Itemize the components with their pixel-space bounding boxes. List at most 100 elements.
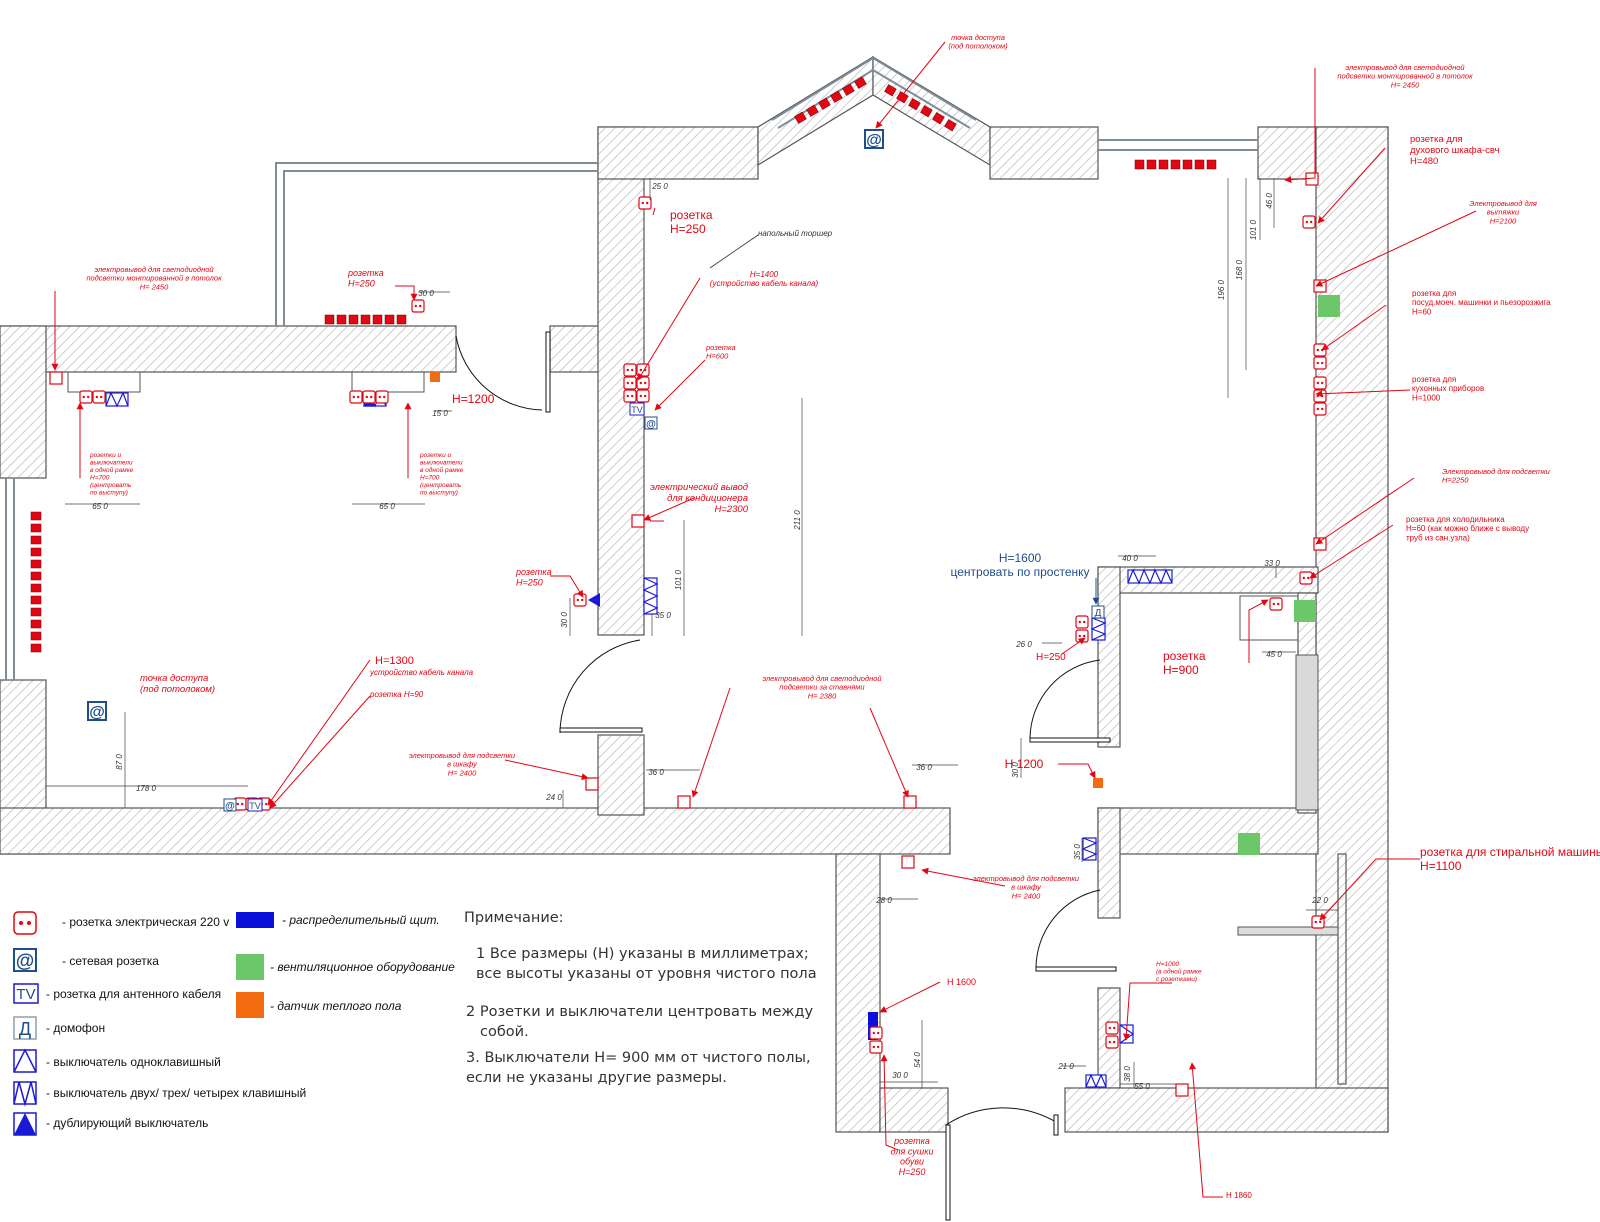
dimension-d2110: 211 0 (793, 510, 802, 531)
socket-icon (1302, 215, 1316, 229)
label-center-blue: центровать по простенку (950, 565, 1089, 579)
label-cable-channel: устройство кабель канала (369, 668, 474, 677)
note-2b: собой. (480, 1024, 529, 1040)
svg-text:Д: Д (1095, 608, 1102, 619)
svg-text:@: @ (89, 704, 105, 721)
label-h1300: H=1300 (375, 655, 414, 667)
legend-item-duplicate-switch: - дублирующий выключатель (46, 1116, 208, 1130)
dimension-d540: 54 0 (913, 1052, 922, 1068)
furniture (67, 371, 1339, 936)
dimension-d280: 28 0 (875, 896, 892, 905)
dimension-d1960: 196 0 (1217, 279, 1226, 300)
socket-icon (638, 196, 652, 210)
socket-icon (1105, 1035, 1119, 1049)
legend-duplicate-switch-icon (13, 1112, 37, 1136)
socket-icon (349, 390, 363, 404)
legend-item-network: - сетевая розетка (62, 954, 159, 968)
dimension-d330: 33 0 (1264, 559, 1280, 568)
dimension-d350a: 35 0 (655, 611, 671, 620)
socket-icon (623, 389, 637, 403)
note-1b: все высоты указаны от уровня чистого пол… (476, 966, 817, 982)
note-2a: 2 Розетки и выключатели центровать между (466, 1004, 813, 1020)
legend-tv-icon: TV (13, 983, 39, 1004)
label-h1200-b: H 1200 (1005, 757, 1044, 771)
dimension-d360b: 36 0 (916, 763, 932, 772)
label-h250-small: H=250 (1036, 652, 1066, 663)
note-3b: если не указаны другие размеры. (466, 1070, 727, 1086)
dimension-d400: 40 0 (1122, 554, 1138, 563)
dimension-d460: 46 0 (1265, 193, 1274, 209)
dimension-d650a: 65 0 (92, 502, 108, 511)
svg-text:Д: Д (19, 1019, 31, 1039)
distribution-panel (868, 1012, 878, 1040)
dimension-d250: 25 0 (651, 182, 668, 191)
legend-item-floor-sensor: - датчик теплого пола (270, 999, 402, 1013)
socket-icon (869, 1026, 883, 1040)
label-floor-lamp: напольный торшер (758, 229, 833, 238)
socket-icon (1313, 376, 1327, 390)
label-access-top: точка доступа(под потолоком) (948, 33, 1008, 51)
radiators (30, 76, 1217, 653)
socket-icon (1313, 356, 1327, 370)
socket-icon (869, 1040, 883, 1054)
legend-network-icon: @ (13, 948, 37, 972)
label-h1400: H=1400(устройство кабель канала) (710, 270, 819, 288)
floor-sensors (430, 372, 1103, 788)
tv-sockets: TV TV (247, 402, 645, 812)
legend-single-switch-icon (13, 1048, 37, 1073)
notes-title: Примечание: (464, 910, 564, 926)
legend-item-intercom: - домофон (46, 1021, 105, 1035)
dimension-lines (46, 178, 1338, 1088)
legend-socket-icon (13, 911, 37, 935)
dimension-d450: 45 0 (1266, 650, 1282, 659)
legend-panel-icon (236, 912, 274, 928)
dimension-d260: 26 0 (1015, 640, 1032, 649)
dimension-d220: 22 0 (1311, 896, 1328, 905)
ventilation-units (1238, 295, 1340, 855)
socket-icon (623, 376, 637, 390)
socket-icon (623, 363, 637, 377)
dimension-d1680: 168 0 (1235, 259, 1244, 280)
dimension-d1010b: 101 0 (674, 569, 683, 590)
socket-icon (92, 390, 106, 404)
legend: - розетка электрическая 220 v @ - сетева… (13, 911, 455, 1136)
floor-lamp-leader (709, 234, 759, 269)
note-3a: 3. Выключатели H= 900 мм от чистого полы… (466, 1050, 811, 1066)
legend-intercom-icon: Д (13, 1016, 37, 1040)
dimension-d150: 15 0 (432, 409, 448, 418)
leader-lines (51, 41, 1477, 1198)
dimension-d360a: 36 0 (648, 768, 664, 777)
dimension-d550: 55 0 (1134, 1082, 1150, 1091)
socket-icon (1313, 343, 1327, 357)
socket-icon (1269, 597, 1283, 611)
dimension-d300b: 30 0 (560, 612, 569, 628)
legend-ventilation-icon (236, 954, 264, 980)
label-socket-90: розетка H=90 (369, 690, 424, 699)
svg-text:TV: TV (631, 405, 643, 415)
svg-text:@: @ (225, 801, 235, 812)
socket-icon (1313, 402, 1327, 416)
labels: точка доступа(под потолоком) электровывод… (86, 33, 1600, 1200)
dimension-d350b: 35 0 (1073, 844, 1082, 860)
window-frames (5, 56, 1258, 680)
legend-item-single-switch: - выключатель одноклавишный (46, 1055, 221, 1069)
notes: Примечание: 1 Все размеры (Н) указаны в … (464, 910, 817, 1086)
label-h1200-a: H=1200 (452, 392, 495, 406)
label-h1860: H 1860 (1226, 1191, 1252, 1200)
dimension-d870: 87 0 (115, 754, 124, 770)
dimension-d1010a: 101 0 (1249, 219, 1258, 240)
